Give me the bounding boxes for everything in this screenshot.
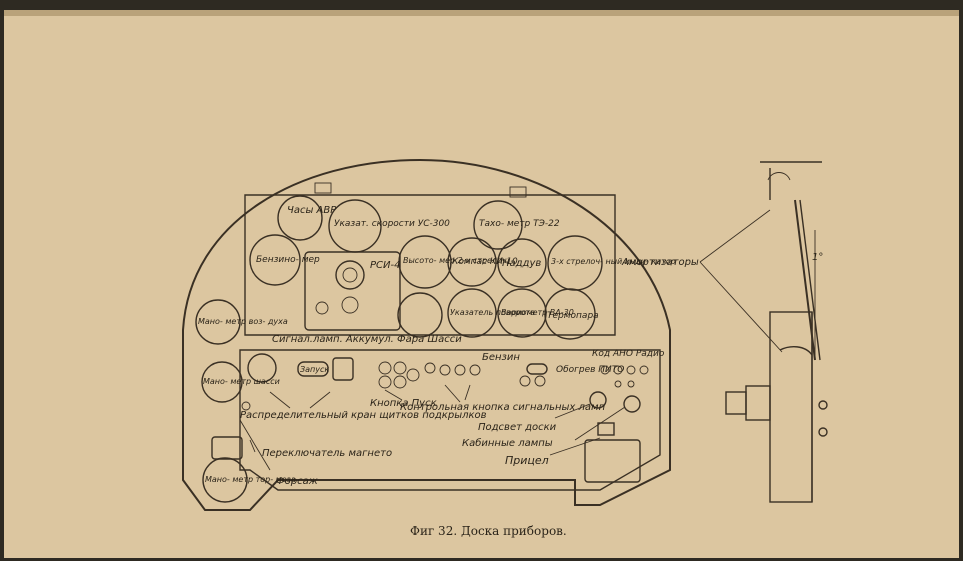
switch-row (378, 361, 481, 389)
kabin-label: Кабинные лампы (462, 437, 553, 449)
kabin-knob (623, 395, 641, 413)
gauge-blank (397, 292, 443, 338)
gauge-boost (497, 238, 547, 288)
angle-label: 1° (812, 252, 823, 263)
svg-text:Компас КИ-10: Компас КИ-10 (452, 257, 518, 267)
raspr-label: Распределительный кран щитков подкрылков (240, 410, 487, 421)
gauge-vario (497, 288, 547, 338)
gauge-speed-text: Указат. скорости УС-300 (334, 219, 450, 229)
gauge-speed (328, 199, 382, 253)
svg-text:Указат. скорости УС-300: Указат. скорости УС-300 (334, 219, 450, 229)
svg-text:Мано- метр шасси: Мано- метр шасси (203, 377, 280, 386)
gauge-gearmano (201, 361, 243, 403)
gauge-turn-text: Указатель поворота (450, 308, 535, 317)
magneto-box (211, 436, 243, 460)
gauge-clock (277, 195, 323, 241)
pricel-label: Прицел (505, 454, 549, 467)
rsi-knob (335, 260, 365, 290)
svg-text:Мано- метр тор- моза: Мано- метр тор- моза (205, 475, 296, 484)
svg-text:Указатель поворота: Указатель поворота (450, 308, 535, 317)
gauge-gearmano-text: Мано- метр шасси (203, 377, 280, 386)
farsazh-label: Форсаж (276, 476, 318, 487)
gauge-brakemano (202, 457, 248, 503)
zapusk-label: Запуск (300, 365, 329, 374)
svg-text:Вариометр ВА-30: Вариометр ВА-30 (501, 308, 574, 317)
gauge-alt (398, 235, 452, 289)
radio-switches (600, 365, 649, 388)
svg-text:Часы АВР: Часы АВР (287, 205, 337, 216)
svg-text:Тахо- метр ТЭ-22: Тахо- метр ТЭ-22 (479, 219, 560, 229)
zapusk-plate (297, 361, 329, 377)
amort-label: Амортизаторы (621, 257, 699, 268)
gauge-airmano-text: Мано- метр воз- духа (198, 317, 288, 326)
gauge-compass-text: Компас КИ-10 (452, 257, 518, 267)
gauge-boost-text: Наддув (502, 258, 541, 269)
gauge-thermo-text: Термопара (547, 311, 599, 321)
gauge-clock-text: Часы АВР (287, 205, 337, 216)
gauge-thermo (544, 288, 596, 340)
podsvet-label: Подсвет доски (478, 422, 557, 433)
knopka-label: Кнопка Пуск (370, 398, 437, 409)
gauge-compass (447, 237, 497, 287)
gauge-airmano (195, 299, 241, 345)
figure-caption: Фиг 32. Доска приборов. (410, 524, 567, 538)
hinge-right (509, 186, 527, 198)
svg-text:Термопара: Термопара (547, 311, 599, 321)
svg-text:Бензино- мер: Бензино- мер (256, 255, 320, 265)
podsvet-knob (589, 391, 607, 409)
rsi-dial (341, 296, 359, 314)
side-view (699, 161, 828, 503)
gauge-fuel-text: Бензино- мер (256, 255, 320, 265)
rsi-label: РСИ-4 (370, 260, 400, 271)
svg-text:3-х стрелоч- ный инди- катор: 3-х стрелоч- ный инди- катор (551, 257, 676, 266)
svg-text:Мано- метр воз- духа: Мано- метр воз- духа (198, 317, 288, 326)
lamp-plate (526, 363, 548, 375)
pricel-box (584, 439, 641, 483)
svg-text:Высото- мер 2-х стрелоч.: Высото- мер 2-х стрелоч. (403, 256, 509, 265)
lower-board (239, 349, 661, 491)
gauge-triple-text: 3-х стрелоч- ный инди- катор (551, 257, 676, 266)
lower-gauge (247, 353, 277, 383)
upper-board (244, 194, 616, 336)
gauge-alt-text: Высото- мер 2-х стрелоч. (403, 256, 509, 265)
obogrev-label: Обогрев ПИТО (556, 365, 624, 375)
gauge-tacho-text: Тахо- метр ТЭ-22 (479, 219, 560, 229)
panel-outline (182, 158, 671, 511)
kontrol-label: Контрольная кнопка сигнальных ламп (400, 402, 606, 413)
svg-text:Наддув: Наддув (502, 258, 541, 269)
gauge-brakemano-text: Мано- метр тор- моза (205, 475, 296, 484)
lamp-row-label: Сигнал.ламп. Аккумул. Фара Шасси (272, 334, 462, 345)
gauge-vario-text: Вариометр ВА-30 (501, 308, 574, 317)
gauge-fuel (249, 234, 301, 286)
benzin-label: Бензин (482, 352, 520, 363)
kod-label: Код АНО Радио (592, 349, 665, 359)
hinge-left (314, 182, 332, 194)
gauge-tacho (473, 200, 523, 250)
magneto-label: Переключатель магнето (262, 448, 392, 459)
gauge-turn (447, 288, 497, 338)
